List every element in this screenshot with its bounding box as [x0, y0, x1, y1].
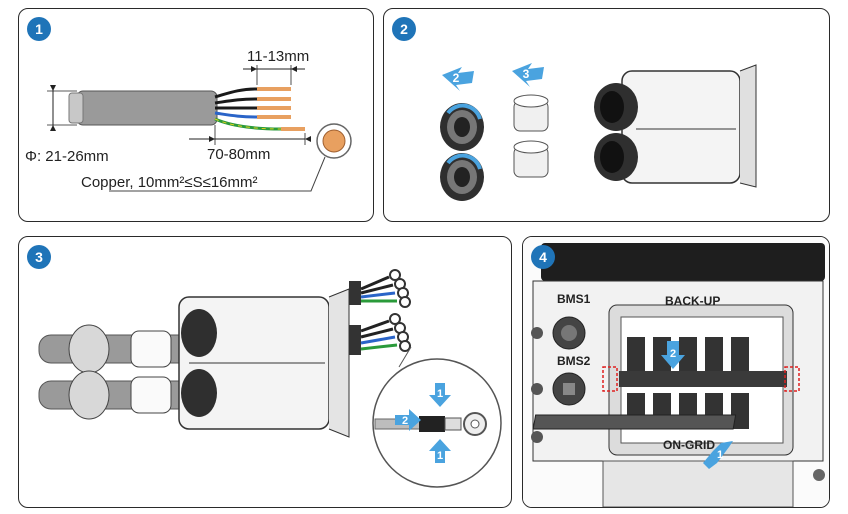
- step-4-panel: 4 BMS1 BMS2 BACK-UP: [522, 236, 830, 508]
- wire-bundle-lower: [360, 313, 411, 352]
- ongrid-terminal-label: ON-GRID: [663, 438, 715, 452]
- device-top-cover: [541, 243, 825, 281]
- wire-comb-bar: [532, 414, 737, 430]
- step-1-panel: 1: [18, 8, 374, 222]
- bms2-label: BMS2: [557, 354, 591, 368]
- arrow-down-icon: 2: [661, 341, 685, 369]
- copper-core-icon: [322, 129, 346, 153]
- arrow-right-icon: 2: [395, 409, 421, 431]
- cable-sheath: [76, 90, 218, 126]
- step-1-badge: 1: [27, 17, 51, 41]
- arrow-up-icon: 1: [703, 441, 733, 469]
- step-3-panel: 3: [18, 236, 512, 508]
- cable-strip-diagram: 11-13mm Φ: 21-26mm 70-80mm Copper, 10mm²…: [25, 48, 352, 192]
- cable-end-cap: [68, 92, 84, 124]
- copper-spec-label: Copper, 10mm²≤S≤16mm²: [81, 174, 258, 191]
- gland-disassembly-diagram: 2 3: [440, 63, 757, 201]
- arrow-up-icon: 1: [429, 439, 451, 463]
- highlight-marker-left: [602, 366, 618, 392]
- seal-ring-icon: [513, 140, 549, 178]
- arrow-step-3-label: 3: [523, 67, 530, 81]
- copper-conductors: [257, 87, 305, 131]
- arrow-push-label: 1: [717, 449, 723, 461]
- step-2-panel: 2 2 3: [383, 8, 830, 222]
- bms2-port: [552, 372, 586, 406]
- seal-ring-icon: [513, 94, 549, 132]
- backup-terminal-label: BACK-UP: [665, 294, 720, 308]
- arrow-insert-label: 2: [670, 348, 676, 360]
- step-2-badge: 2: [392, 17, 416, 41]
- bms1-port: [552, 316, 586, 350]
- connector-housing: [178, 281, 361, 438]
- cable-wires: [214, 87, 282, 131]
- arrow-press-bottom-label: 1: [437, 450, 443, 462]
- highlight-marker-right: [784, 366, 800, 392]
- arrow-step-2-label: 2: [453, 71, 460, 85]
- step-3-badge: 3: [27, 245, 51, 269]
- arrow-down-icon: 1: [429, 383, 451, 407]
- gland-nut-icon: [440, 103, 484, 151]
- wire-bundle-upper: [360, 269, 411, 308]
- strip-length-label: 11-13mm: [247, 48, 309, 65]
- ground-screw-icon: [813, 469, 825, 481]
- terminal-connection-diagram: BMS1 BMS2 BACK-UP ON-GRID 2: [523, 237, 829, 507]
- diameter-label: Φ: 21-26mm: [25, 148, 109, 165]
- arrow-press-top-label: 1: [437, 388, 443, 400]
- gland-nut-icon: [440, 153, 484, 201]
- step-4-badge: 4: [531, 245, 555, 269]
- cable-assembly-diagram: 1 2 1: [38, 269, 502, 488]
- arrow-insert-label: 2: [402, 415, 408, 427]
- arrow-left-icon: 3: [512, 63, 544, 87]
- arrow-left-icon: 2: [442, 67, 474, 91]
- device-base: [602, 460, 794, 507]
- connector-housing: [594, 64, 757, 188]
- sheath-length-label: 70-80mm: [207, 146, 270, 163]
- bms1-label: BMS1: [557, 292, 591, 306]
